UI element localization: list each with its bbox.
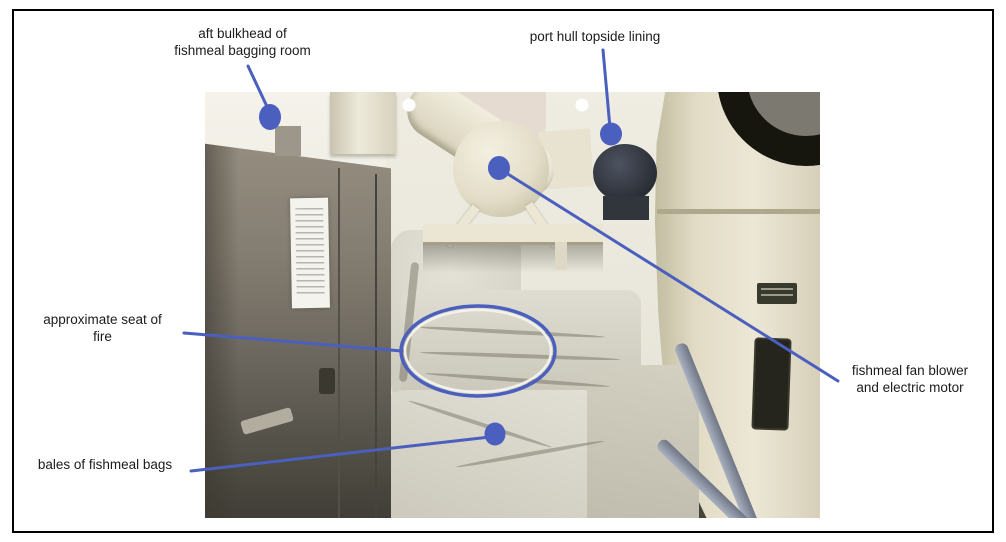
fan-blower-housing xyxy=(453,121,549,217)
cabinet-top-box xyxy=(275,126,301,156)
name-plate xyxy=(757,283,797,304)
label-line: aft bulkhead of xyxy=(198,26,287,41)
label-line: fire xyxy=(93,329,112,344)
label-line: bales of fishmeal bags xyxy=(37,457,173,472)
cabinet-handle xyxy=(319,368,335,394)
photo-fishmeal-room xyxy=(205,92,820,518)
motor-mount xyxy=(603,196,649,220)
label-fan-blower-motor: fishmeal fan blower and electric motor xyxy=(835,362,985,396)
vertical-duct xyxy=(330,92,396,154)
electric-motor xyxy=(593,144,657,202)
label-seat-of-fire: approximate seat of fire xyxy=(25,311,180,345)
storage-cabinet xyxy=(205,143,391,518)
label-port-hull-lining: port hull topside lining xyxy=(505,28,685,45)
cyclone-flange-seam xyxy=(657,209,820,214)
shelf-brace xyxy=(555,242,567,270)
label-line: fishmeal bagging room xyxy=(174,43,311,58)
cabinet-door-seam xyxy=(338,168,340,518)
label-line: fishmeal fan blower xyxy=(851,363,969,378)
label-line: port hull topside lining xyxy=(529,29,661,44)
fan-support-shelf xyxy=(423,224,603,245)
shelf-shadow xyxy=(423,245,603,273)
cabinet-hinge-seam xyxy=(375,174,377,518)
label-line: and electric motor xyxy=(856,380,964,395)
label-aft-bulkhead: aft bulkhead of fishmeal bagging room xyxy=(150,25,335,59)
fishmeal-bale-right xyxy=(587,365,699,518)
label-bales: bales of fishmeal bags xyxy=(25,456,185,473)
label-line: approximate seat of xyxy=(43,312,162,327)
cabinet-notice-paper xyxy=(290,197,330,309)
cyclone-opening xyxy=(751,337,792,431)
